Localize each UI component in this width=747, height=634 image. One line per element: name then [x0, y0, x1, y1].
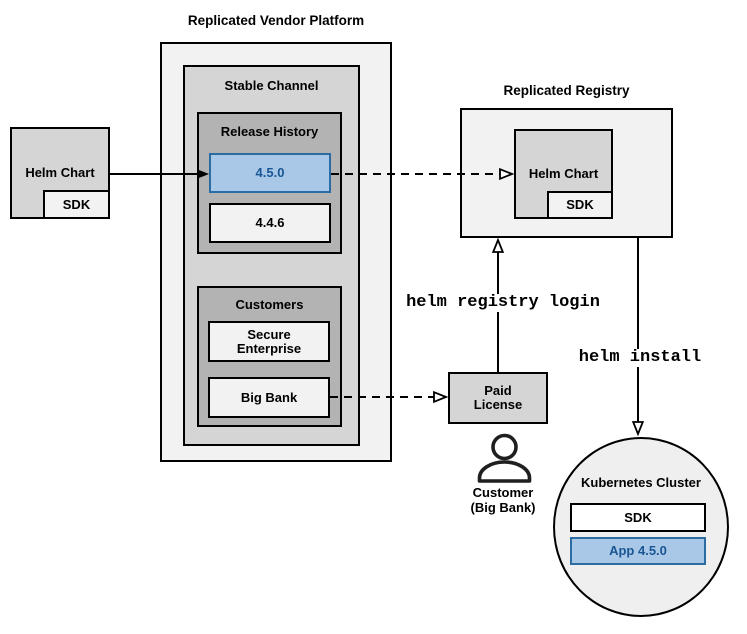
cluster-sdk-label: SDK	[624, 509, 652, 525]
paid-license-line2: License	[473, 397, 523, 412]
cluster-app-box: App 4.5.0	[570, 537, 706, 565]
release-4-4-6-label: 4.4.6	[255, 215, 285, 230]
vendor-platform-title: Replicated Vendor Platform	[187, 13, 365, 28]
customer-caption: Customer (Big Bank)	[443, 485, 563, 515]
cluster-sdk-box: SDK	[570, 503, 706, 532]
secure-enterprise-line1: Secure	[247, 326, 291, 342]
registry-helm-chart-label: Helm Chart	[528, 166, 599, 181]
source-sdk-box: SDK	[43, 190, 110, 219]
customers-label: Customers	[235, 297, 304, 312]
paid-license-box: Paid License	[448, 372, 548, 424]
release-4-4-6-box: 4.4.6	[209, 203, 331, 243]
customer-caption-line1: Customer	[472, 485, 534, 500]
command-helm-registry-login: helm registry login	[398, 294, 608, 312]
arrow-registry-to-cluster	[631, 238, 645, 437]
registry-sdk-box: SDK	[547, 191, 613, 219]
registry-sdk-label: SDK	[566, 197, 594, 212]
cluster-app-label: App 4.5.0	[609, 543, 667, 558]
stable-channel-label: Stable Channel	[224, 78, 319, 93]
release-4-5-0-label: 4.5.0	[255, 165, 285, 180]
secure-enterprise-line2: Enterprise	[236, 340, 302, 356]
kubernetes-cluster-label: Kubernetes Cluster	[581, 475, 701, 490]
source-helm-chart-label: Helm Chart	[25, 165, 95, 180]
paid-license-line1: Paid	[484, 383, 512, 398]
customer-secure-enterprise-box: Secure Enterprise	[208, 321, 330, 362]
release-history-label: Release History	[220, 124, 319, 139]
command-helm-install: helm install	[570, 349, 710, 367]
customer-caption-line2: (Big Bank)	[470, 500, 536, 515]
source-sdk-label: SDK	[62, 196, 91, 212]
customer-big-bank-box: Big Bank	[208, 377, 330, 418]
registry-title: Replicated Registry	[503, 83, 630, 98]
person-icon	[477, 433, 532, 483]
big-bank-label: Big Bank	[240, 389, 298, 405]
release-4-5-0-box: 4.5.0	[209, 153, 331, 193]
